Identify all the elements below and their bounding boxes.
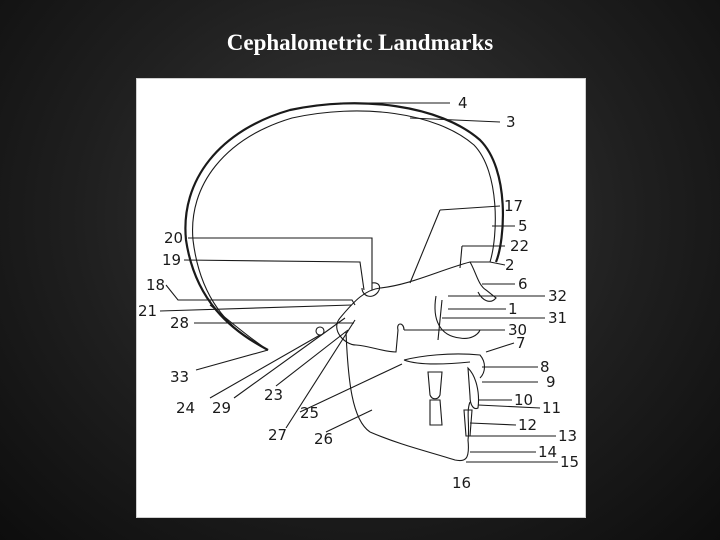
label-20: 20 [164,229,183,247]
label-1: 1 [508,300,518,318]
label-21: 21 [138,302,157,320]
label-29: 29 [212,399,231,417]
palate-line [403,359,471,365]
label-6: 6 [518,275,528,293]
label-19: 19 [162,251,181,269]
label-18: 18 [146,276,165,294]
label-31: 31 [548,309,567,327]
leader-lines-right [340,102,558,463]
label-25: 25 [300,404,319,422]
slide-title: Cephalometric Landmarks [226,30,494,55]
upper-molar [427,371,443,400]
label-22: 22 [510,237,529,255]
label-13: 13 [558,427,577,445]
label-17: 17 [504,197,523,215]
leader-lines-left [159,237,403,433]
occlusal-outline [403,353,486,379]
label-5: 5 [518,217,528,235]
label-2: 2 [505,256,515,274]
label-23: 23 [264,386,283,404]
label-4: 4 [458,94,468,112]
label-14: 14 [538,443,557,461]
label-33: 33 [170,368,189,386]
cranium-inner-outline [192,110,496,348]
label-28: 28 [170,314,189,332]
clivus-line [339,261,490,319]
lower-molar [429,399,443,426]
maxilla-outline [434,295,481,339]
label-30: 30 [508,321,527,339]
sella-turcica [361,282,381,297]
label-7: 7 [516,334,526,352]
mandible-lower-border [369,431,469,462]
label-26: 26 [314,430,333,448]
pterygomaxillary-fissure [437,299,443,341]
label-3: 3 [506,113,516,131]
orbit-outline [469,261,497,302]
upper-incisor [467,366,480,410]
cranium-outer-outline [184,102,505,351]
label-15: 15 [560,453,579,471]
label-27: 27 [268,426,287,444]
cranial-base-line [209,304,269,351]
label-32: 32 [548,287,567,305]
label-9: 9 [546,373,556,391]
condyle-ramus [336,317,405,353]
label-16: 16 [452,474,471,492]
label-12: 12 [518,416,537,434]
label-24: 24 [176,399,195,417]
label-10: 10 [514,391,533,409]
label-8: 8 [540,358,550,376]
label-11: 11 [542,399,561,417]
posterior-ramus [345,331,371,433]
